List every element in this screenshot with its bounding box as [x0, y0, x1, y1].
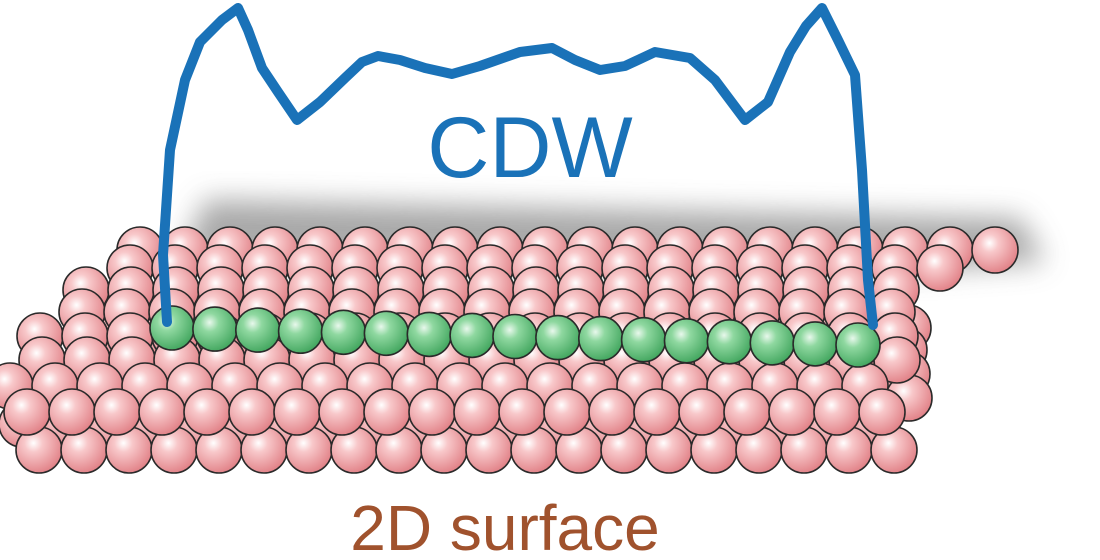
substrate-atom — [3, 388, 51, 436]
chain-atom — [277, 308, 324, 355]
chain-atom — [749, 320, 796, 366]
chain-atom — [835, 322, 881, 368]
substrate-atom — [93, 388, 141, 436]
chain-atom — [363, 310, 410, 357]
substrate-atom — [723, 388, 771, 436]
cdw-label: CDW — [427, 100, 632, 196]
chain-atom — [663, 317, 710, 364]
chain-atom — [792, 321, 838, 367]
substrate-atom — [48, 388, 96, 436]
chain-atom — [192, 306, 238, 352]
atom-chain — [149, 305, 881, 368]
substrate-atom — [813, 388, 861, 436]
chain-atom — [449, 312, 495, 359]
substrate-atom — [273, 388, 321, 436]
substrate-atom — [228, 388, 276, 436]
substrate-atom — [588, 388, 636, 436]
chain-atom — [620, 316, 667, 363]
substrate-atom — [138, 388, 186, 436]
chain-atom — [577, 315, 624, 362]
chain-atom — [406, 311, 453, 358]
chain-atom — [492, 313, 538, 360]
substrate-atom — [633, 388, 681, 436]
substrate-atom — [408, 388, 456, 436]
substrate-atom — [183, 388, 231, 436]
substrate-atom — [363, 388, 411, 436]
chain-atom — [706, 318, 753, 365]
substrate-atom — [318, 388, 366, 436]
chain-atom — [234, 307, 281, 353]
substrate-atom — [543, 388, 591, 436]
substrate-atom — [858, 388, 906, 436]
chain-atom — [149, 305, 195, 351]
substrate-atom — [916, 244, 964, 292]
chain-atom — [320, 309, 367, 356]
substrate-atom — [498, 388, 546, 436]
substrate-atom — [678, 388, 726, 436]
surface-label: 2D surface — [350, 492, 659, 560]
chain-atom — [535, 314, 581, 361]
substrate-atom — [453, 388, 501, 436]
substrate-atom — [768, 388, 816, 436]
cdw-wave-line — [158, 3, 878, 330]
substrate-atom — [971, 226, 1019, 274]
